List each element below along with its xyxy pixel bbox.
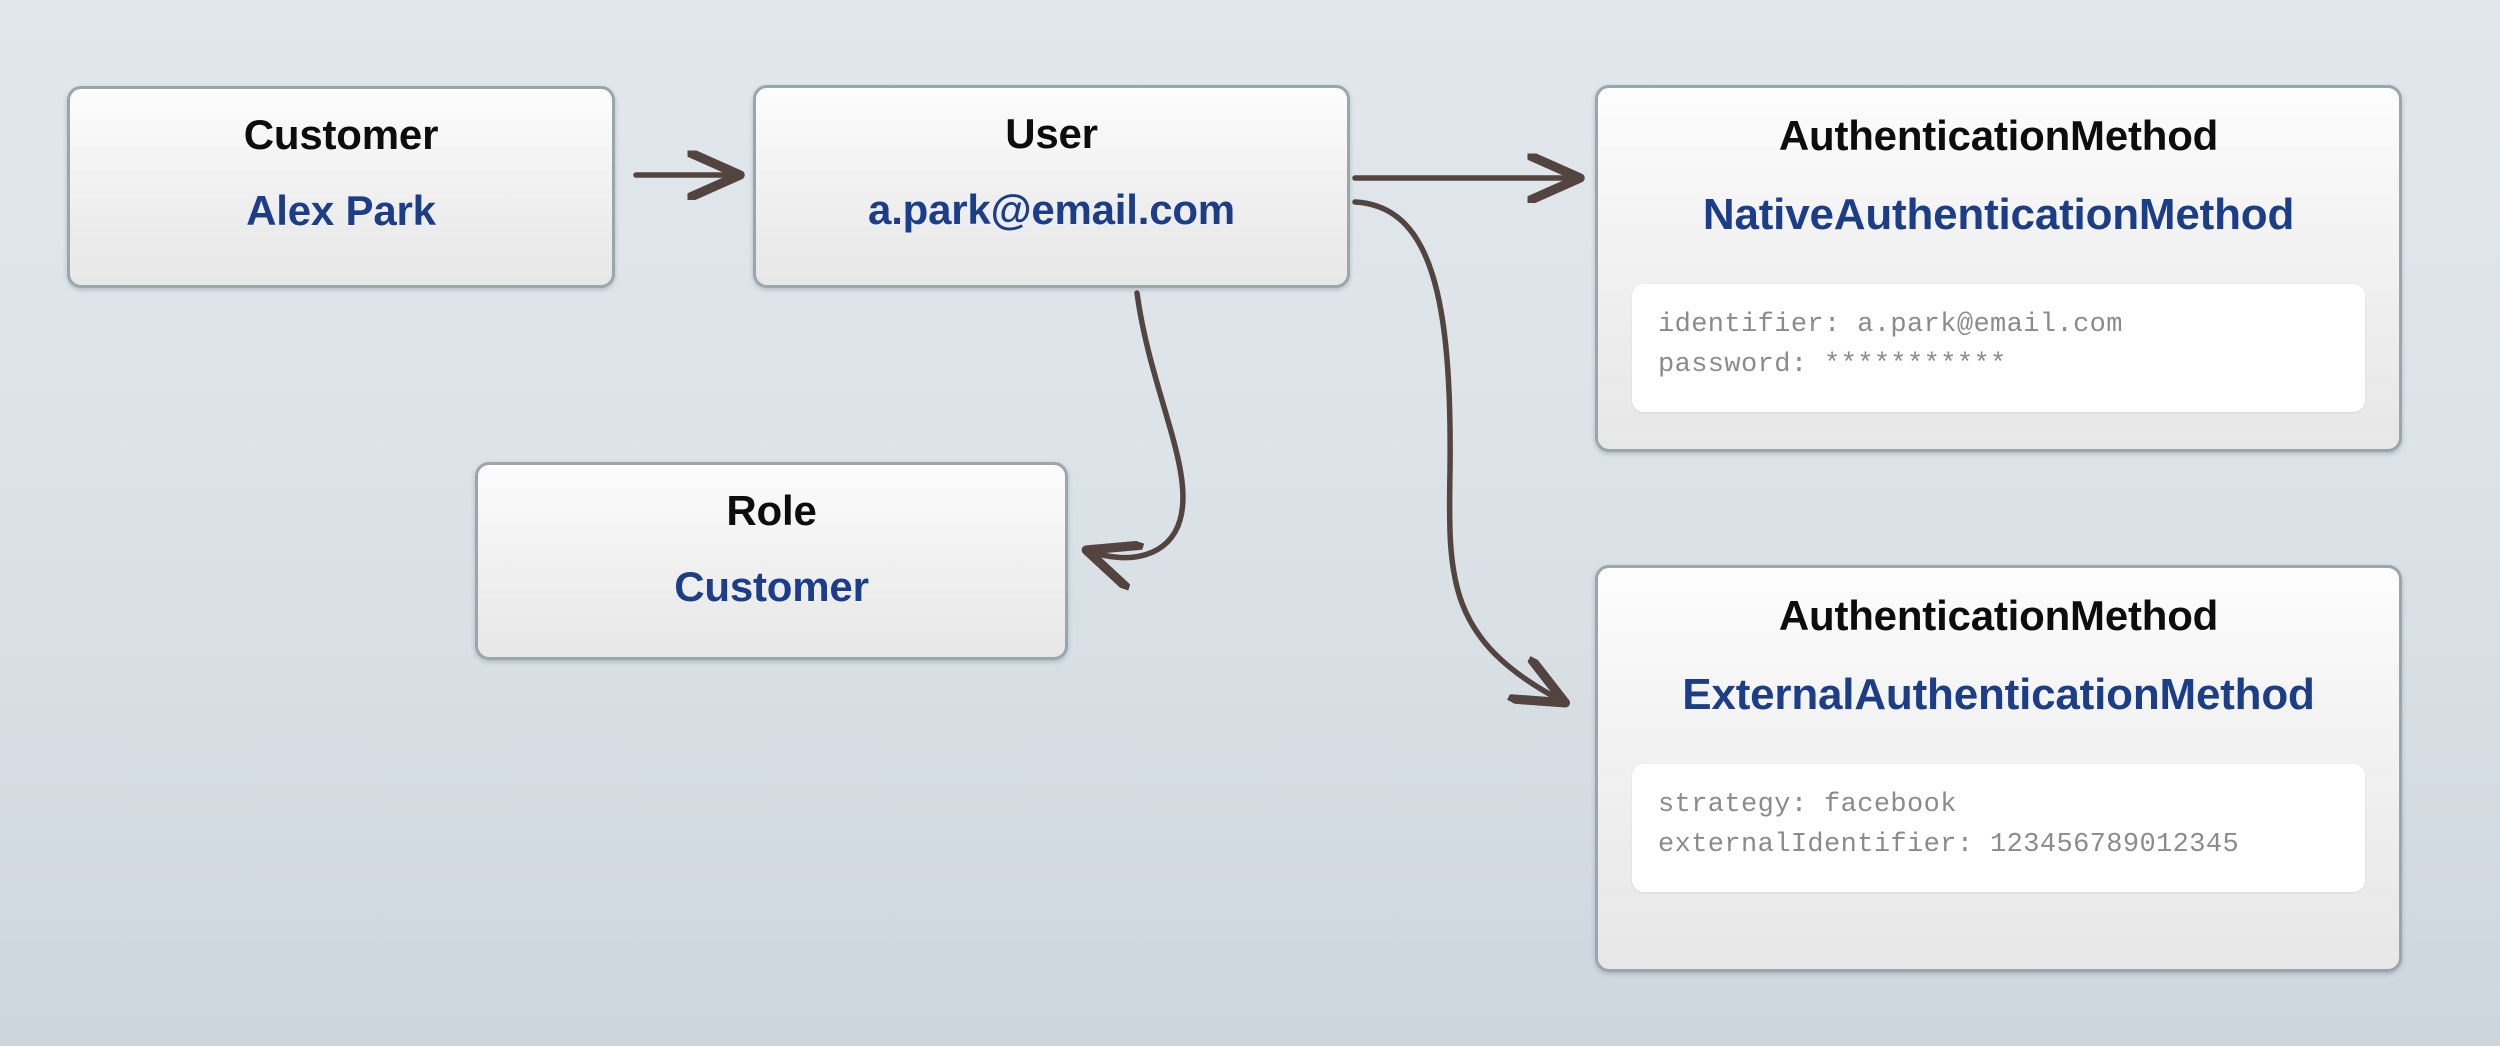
node-user-title: User: [1005, 110, 1098, 157]
attribute-identifier: identifier: a.park@email.com: [1658, 310, 2123, 340]
node-user[interactable]: User a.park@email.com: [753, 85, 1350, 288]
node-external-auth-attributes: strategy: facebook externalIdentifier: 1…: [1632, 764, 2365, 892]
node-native-auth-title: AuthenticationMethod: [1778, 112, 2219, 159]
node-role-title: Role: [726, 487, 817, 534]
attribute-external-identifier: externalIdentifier: 123456789012345: [1658, 829, 2240, 860]
node-native-auth-subtitle: NativeAuthenticationMethod: [1702, 190, 2295, 239]
node-user-subtitle: a.park@email.com: [868, 186, 1235, 233]
node-native-auth-attributes: identifier: a.park@email.com password: *…: [1632, 284, 2365, 412]
node-role[interactable]: Role Customer: [475, 462, 1068, 660]
node-customer-subtitle: Alex Park: [246, 187, 436, 234]
node-customer[interactable]: Customer Alex Park: [67, 86, 615, 288]
attribute-password: password: ***********: [1658, 349, 2007, 380]
node-role-subtitle: Customer: [674, 563, 869, 610]
node-external-auth-subtitle: ExternalAuthenticationMethod: [1682, 670, 2315, 719]
node-external-authentication-method[interactable]: AuthenticationMethod ExternalAuthenticat…: [1595, 565, 2402, 972]
edge-user-to-role: [1092, 290, 1186, 558]
edge-user-to-external-auth: [1352, 199, 1560, 700]
node-native-authentication-method[interactable]: AuthenticationMethod NativeAuthenticatio…: [1595, 85, 2402, 452]
attribute-strategy: strategy: facebook: [1658, 790, 1957, 820]
node-external-auth-title: AuthenticationMethod: [1778, 592, 2219, 639]
node-customer-title: Customer: [243, 111, 439, 158]
